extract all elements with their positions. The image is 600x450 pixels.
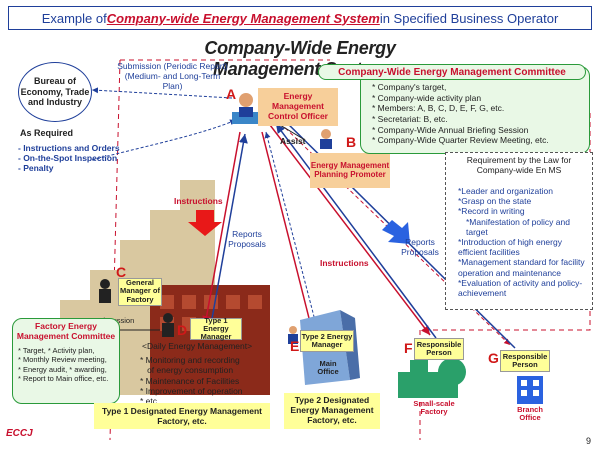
list-item: * Company-wide activity plan (372, 92, 482, 103)
list-item: *Management standard for facility operat… (458, 257, 585, 278)
submission-arrow (91, 87, 233, 99)
list-item: * Secretariat: B, etc. (372, 113, 448, 124)
small-factory-graphic (398, 358, 466, 398)
instructions-label-left: Instructions (174, 196, 223, 206)
required-arrow (91, 119, 237, 161)
list-item: * Company's target, (372, 82, 447, 92)
responsible-g-box: Responsible Person (500, 350, 550, 372)
page-number: 9 (586, 436, 592, 446)
promoter-box: Energy Management Planning Promoter (310, 153, 390, 188)
daily-list: * Monitoring and recording of energy con… (140, 355, 243, 407)
report-line-f (275, 123, 437, 339)
list-item: *Grasp on the state (458, 196, 532, 207)
general-manager-figure (99, 279, 111, 303)
banner-suffix: in Specified Business Operator (379, 10, 559, 26)
list-item: * Members: A, B, C, D, E, F, G, etc. (372, 103, 505, 114)
eccj-logo: ECCJ (6, 428, 33, 439)
promoter-figure (320, 129, 332, 149)
report-line-mid (264, 131, 319, 333)
small-factory-label: Small-scale Factory (413, 399, 455, 417)
list-item: of energy consumption (140, 365, 234, 376)
list-item: * Maintenance of Facilities (140, 375, 240, 386)
ministry-label: Bureau of Economy, Trade and Industry (20, 76, 90, 108)
general-manager-box: General Manager of Factory (118, 278, 162, 306)
type2-footer: Type 2 Designated Energy Management Fact… (284, 393, 380, 429)
committee-list: * Company's target, * Company-wide activ… (372, 82, 549, 146)
letter-e: E (290, 338, 300, 354)
officer-figure (232, 93, 260, 124)
header-banner: Example of Company-wide Energy Managemen… (8, 6, 592, 30)
banner-prefix: Example of (41, 10, 107, 26)
submission-label: Submission (Periodic Report) (Medium- an… (117, 61, 228, 91)
list-item: - Penalty (18, 163, 54, 174)
branch-office-label: Branch Office (517, 405, 543, 423)
letter-d: D (177, 322, 188, 338)
reports-label-left: Reports Proposals (228, 229, 266, 249)
letter-g: G (488, 350, 499, 366)
list-item: * Company-Wide Annual Briefing Session (372, 124, 529, 135)
banner-emphasis: Company-wide Energy Management System (106, 10, 380, 26)
list-item: - Instructions and Orders (18, 143, 120, 153)
letter-c: C (116, 264, 127, 280)
list-item: *Record in writing (458, 206, 525, 217)
as-required-list: - Instructions and Orders - On-the-Spot … (18, 143, 120, 174)
reports-big-arrow (382, 220, 410, 244)
letter-a: A (226, 86, 237, 102)
list-item: * Energy audit, * awarding, (18, 364, 107, 374)
type1-manager-figure (162, 313, 174, 337)
letter-b: B (346, 134, 357, 150)
main-office-label: Main Office (317, 359, 339, 377)
list-item: * Company-Wide Quarter Review Meeting, e… (372, 135, 549, 146)
law-requirement-panel (445, 152, 593, 310)
list-item: * Monthly Review meeting, (18, 355, 107, 365)
branch-office-graphic (517, 376, 543, 404)
list-item: * Report to Main office, etc. (18, 374, 109, 384)
list-item: * Improvement of operation (140, 386, 243, 397)
instructions-big-arrow (188, 210, 222, 236)
as-required-title: As Required (20, 128, 74, 138)
instructions-label-mid: Instructions (320, 258, 369, 268)
responsible-f-box: Responsible Person (414, 338, 464, 360)
instruction-line-mid (261, 131, 315, 331)
officer-box: Energy Management Control Officer (258, 88, 338, 126)
list-item: *Evaluation of activity and policy-achie… (458, 277, 583, 298)
list-item: - On-the-Spot Inspection (18, 153, 118, 164)
type1-footer: Type 1 Designated Energy Management Fact… (94, 403, 270, 429)
daily-title: <Daily Energy Management> (142, 341, 253, 351)
list-item: *Manifestation of policy and target (466, 216, 570, 237)
instruction-line-left (202, 131, 241, 326)
type2-manager-figure (288, 326, 298, 344)
law-list: *Leader and organization *Grasp on the s… (458, 186, 590, 298)
list-item: * Monitoring and recording (140, 355, 240, 365)
factory-committee-list: * Target, * Activity plan, * Monthly Rev… (18, 346, 108, 384)
letter-f: F (404, 340, 413, 356)
list-item: * etc. (140, 396, 160, 407)
reports-label-right: Reports Proposals (401, 237, 439, 257)
type1-manager-box: Type 1 Energy Manager (190, 316, 242, 341)
report-line-left (209, 133, 248, 331)
factory-committee-panel (12, 318, 120, 404)
ministry-node: Bureau of Economy, Trade and Industry (18, 62, 92, 122)
committee-title: Company-Wide Energy Management Committee (318, 64, 586, 80)
list-item: *Introduction of high energy efficient f… (458, 236, 562, 258)
law-title: Requirement by the Law for Company-wide … (466, 155, 572, 175)
factory-committee-title: Factory Energy Management Committee (16, 321, 116, 341)
list-item: *Leader and organization (458, 186, 553, 196)
assist-label: Assist (280, 136, 306, 146)
list-item: * Target, * Activity plan, (18, 346, 95, 355)
type2-manager-box: Type 2 Energy Manager (300, 330, 354, 352)
instruction-line-f (269, 124, 431, 336)
committee-panel (360, 66, 590, 154)
